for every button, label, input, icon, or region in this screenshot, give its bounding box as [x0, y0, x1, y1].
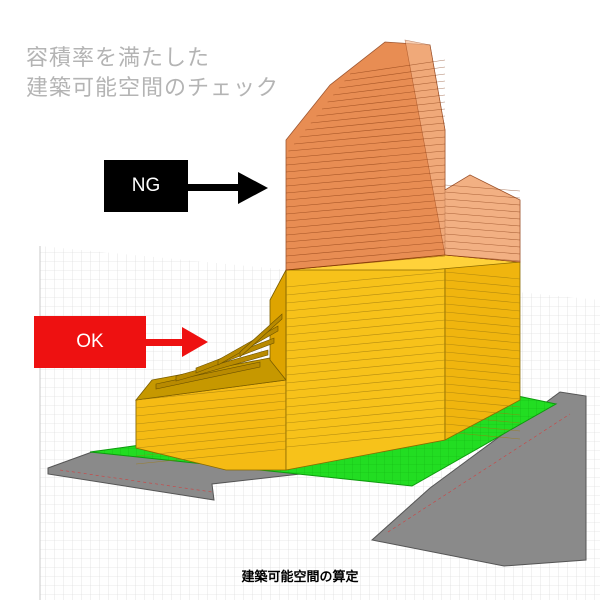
figure-caption: 建築可能空間の算定: [241, 570, 359, 585]
arrow-right-icon: [146, 327, 208, 357]
ng-label: NG: [104, 160, 188, 212]
arrow-right-icon: [188, 172, 268, 204]
excess-volume-ng: [285, 39, 521, 271]
ok-label: OK: [34, 316, 146, 368]
title-line-1: 容積率を満たした: [26, 46, 211, 71]
road-right: [370, 391, 587, 567]
title-line-2: 建築可能空間のチェック: [26, 76, 280, 101]
